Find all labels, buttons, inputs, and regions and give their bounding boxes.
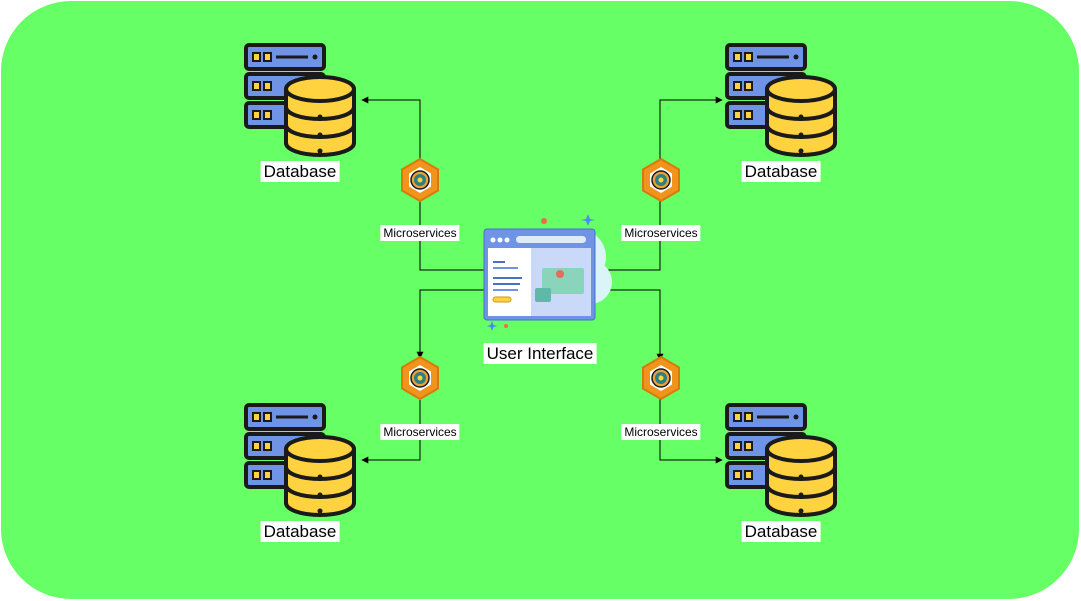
hexagon-gear-icon bbox=[401, 158, 439, 202]
microservices-label: Microservices bbox=[380, 424, 460, 440]
user-interface-label: User Interface bbox=[483, 343, 597, 364]
microservices-label: Microservices bbox=[621, 225, 701, 241]
microservices-label: Microservices bbox=[380, 225, 460, 241]
database-label: Database bbox=[260, 161, 340, 182]
database-label: Database bbox=[260, 521, 340, 542]
database-server-icon bbox=[725, 403, 837, 517]
hexagon-gear-icon bbox=[401, 356, 439, 400]
database-server-icon bbox=[244, 43, 356, 157]
microservices-label: Microservices bbox=[621, 424, 701, 440]
database-server-icon bbox=[244, 403, 356, 517]
connector-bottom-right bbox=[595, 289, 664, 361]
database-label: Database bbox=[741, 521, 821, 542]
hexagon-gear-icon bbox=[642, 356, 680, 400]
database-server-icon bbox=[725, 43, 837, 157]
database-label: Database bbox=[741, 161, 821, 182]
browser-window-icon bbox=[483, 214, 612, 331]
connector-bottom-right-db bbox=[659, 395, 723, 464]
hexagon-gear-icon bbox=[642, 158, 680, 202]
